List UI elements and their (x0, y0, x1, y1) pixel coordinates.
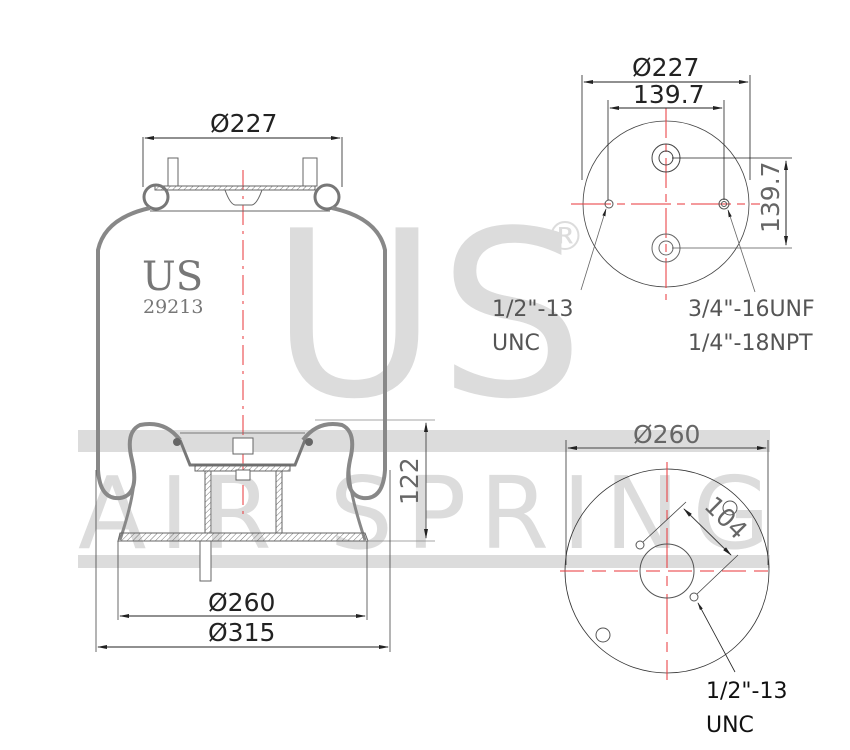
mounting-stud-icon (167, 157, 179, 187)
top-left-callout-line2: UNC (492, 331, 540, 356)
bottom-callout-line2: UNC (706, 713, 754, 738)
bolt-hole-icon (689, 592, 699, 602)
top-right-callout-line1: 3/4"-16UNF (688, 297, 815, 322)
side-overall-diameter: Ø315 (208, 618, 275, 647)
bolt-hole-icon (604, 199, 614, 209)
air-fitting-icon (302, 157, 318, 187)
top-bolt-spacing-h: 139.7 (633, 80, 705, 109)
top-right-callout-line2: 1/4"-18NPT (688, 331, 813, 356)
top-outer-diameter: Ø227 (632, 53, 699, 82)
center-bore-icon (639, 543, 695, 599)
side-view: US 29213 Ø227 122 Ø260 Ø315 (95, 109, 435, 652)
top-bolt-spacing-v: 139.7 (756, 161, 785, 233)
top-view: Ø227 139.7 139.7 1/2"-13 UNC 3/4"-16UNF … (492, 53, 815, 356)
bottom-callout-line1: 1/2"-13 (706, 679, 787, 704)
watermark-registered: ® (545, 214, 585, 260)
product-brand: US (142, 254, 203, 300)
watermark-air-spring: AIR SPRING (78, 455, 770, 572)
side-piston-diameter: Ø260 (208, 588, 275, 617)
bolt-hole-icon (635, 540, 645, 550)
side-top-diameter: Ø227 (210, 109, 277, 138)
watermark-band-bottom (78, 555, 770, 568)
watermark-us: US (270, 183, 584, 450)
top-left-callout-line1: 1/2"-13 (492, 297, 573, 322)
side-piston-height: 122 (395, 457, 424, 505)
product-code: 29213 (143, 296, 203, 318)
bottom-stud-icon (199, 540, 212, 582)
bottom-outer-diameter: Ø260 (633, 420, 700, 449)
